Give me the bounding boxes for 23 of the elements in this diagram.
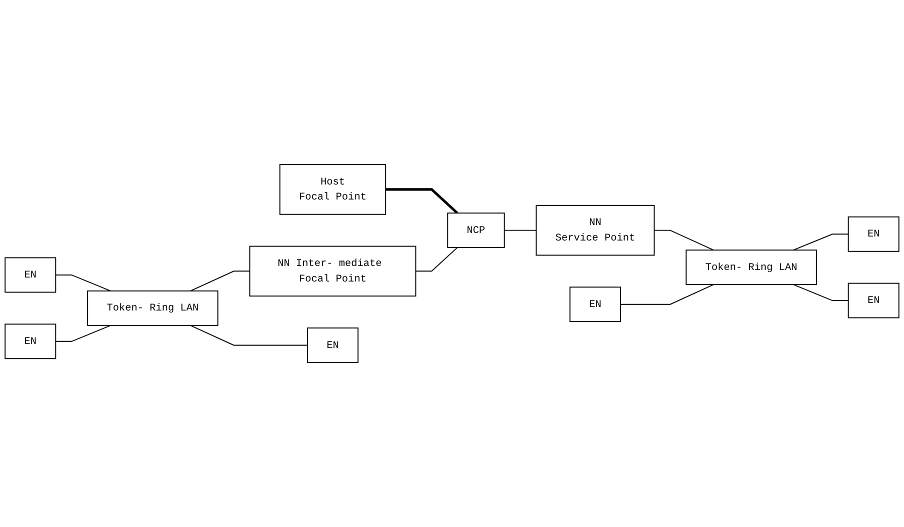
node-box: NN Service Point: [536, 204, 655, 256]
node-box: NCP: [447, 212, 505, 248]
connector: [620, 284, 714, 305]
node-box: EN: [848, 216, 900, 252]
node-box: EN: [570, 286, 622, 322]
node-box: Host Focal Point: [279, 164, 386, 215]
connector: [190, 270, 250, 292]
connector: [792, 234, 849, 251]
connector: [792, 284, 849, 301]
connector: [504, 230, 537, 231]
node-box: NN Inter- mediate Focal Point: [249, 246, 416, 297]
connector: [55, 324, 112, 342]
connector: [386, 188, 458, 214]
node-box: EN: [848, 282, 900, 318]
node-box: Token- Ring LAN: [686, 250, 817, 286]
connector: [654, 230, 714, 251]
connector: [190, 324, 308, 346]
node-box: Token- Ring LAN: [87, 290, 218, 326]
connector: [55, 274, 112, 292]
node-box: EN: [4, 324, 56, 360]
connector: [415, 247, 458, 272]
node-box: EN: [306, 328, 358, 363]
node-box: EN: [4, 257, 56, 293]
